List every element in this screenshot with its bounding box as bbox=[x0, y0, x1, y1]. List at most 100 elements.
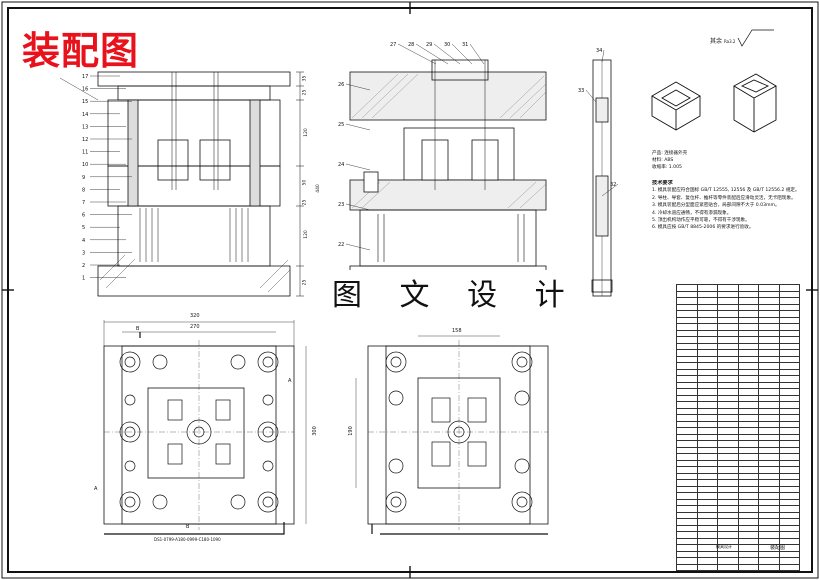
front-dim-label: 120 bbox=[303, 128, 309, 137]
balloon-number: 17 bbox=[82, 74, 88, 80]
balloon-number: 29 bbox=[426, 42, 432, 48]
balloon-number: 1 bbox=[82, 276, 85, 282]
balloon-number: 24 bbox=[338, 162, 344, 168]
plan-caption: DS1-0799-A180-0999-C180-1090 bbox=[154, 537, 221, 542]
balloon-number: 16 bbox=[82, 87, 88, 93]
table-cell bbox=[696, 563, 718, 571]
front-dim-label: 35 bbox=[302, 75, 308, 82]
leader-line bbox=[469, 43, 485, 65]
balloon-number: 27 bbox=[390, 42, 396, 48]
balloon-number: 5 bbox=[82, 225, 85, 231]
balloon-number: 12 bbox=[82, 137, 88, 143]
balloon-number: 23 bbox=[338, 202, 344, 208]
table-cell bbox=[737, 563, 759, 571]
leader-line bbox=[433, 43, 461, 65]
balloon-number: 9 bbox=[82, 175, 85, 181]
mid-section-view bbox=[349, 59, 547, 297]
front-dim-label: 50 bbox=[302, 179, 308, 186]
balloon-number: 22 bbox=[338, 242, 344, 248]
leader-line bbox=[451, 43, 473, 65]
right-section-view bbox=[591, 59, 613, 297]
table-row bbox=[676, 518, 800, 526]
table-row bbox=[676, 511, 800, 519]
table-cell bbox=[778, 511, 800, 519]
front-dim-label: 440 bbox=[315, 184, 321, 193]
balloon-number: 33 bbox=[578, 88, 584, 94]
balloon-number: 2 bbox=[82, 263, 85, 269]
title-block-name: 装配图 bbox=[770, 545, 786, 551]
table-row bbox=[676, 544, 800, 552]
balloon-number: 7 bbox=[82, 200, 85, 206]
balloon-number: 3 bbox=[82, 250, 85, 256]
table-cell bbox=[778, 544, 800, 552]
note-item: 2. 导柱、导套、复位杆、推杆等零件装配后应滑动灵活，无卡阻现象。 bbox=[652, 195, 796, 201]
leader-line bbox=[601, 49, 605, 63]
front-dim-label: 25 bbox=[302, 199, 308, 206]
stamp-text: 装配图 bbox=[22, 28, 140, 73]
parts-list-table bbox=[676, 284, 800, 571]
note-item: 6. 模具应按 GB/T 8845-2006 的要求进行验收。 bbox=[652, 225, 754, 231]
leader-line bbox=[345, 123, 371, 131]
balloon-number: 11 bbox=[82, 150, 88, 156]
table-cell bbox=[758, 563, 780, 571]
leader-line bbox=[345, 83, 371, 91]
table-row bbox=[676, 524, 800, 532]
right-leader-balloons: 34 33 32 bbox=[578, 48, 619, 197]
table-cell bbox=[778, 557, 800, 565]
table-cell bbox=[778, 531, 800, 539]
table-cell bbox=[676, 563, 698, 571]
roughness-note: 其余 Ra3.2 bbox=[710, 38, 736, 45]
table-row bbox=[676, 563, 800, 571]
leader-line bbox=[585, 89, 597, 103]
table-cell bbox=[717, 563, 739, 571]
balloon-number: 14 bbox=[82, 112, 88, 118]
balloon-number: 10 bbox=[82, 162, 88, 168]
mid-plan-width-dim: 158 bbox=[452, 328, 462, 334]
table-cell bbox=[778, 550, 800, 558]
table-row bbox=[676, 336, 800, 344]
leader-line bbox=[601, 183, 619, 197]
technical-notes: 技术要求 1. 模具装配应符合国标 GB/T 12555, 12556 及 GB… bbox=[652, 180, 807, 232]
roughness-symbol bbox=[737, 29, 774, 47]
plan-inner-width-dim: 270 bbox=[190, 324, 200, 330]
front-vertical-dimension bbox=[296, 71, 304, 297]
balloon-number: 31 bbox=[462, 42, 468, 48]
product-isometric-2 bbox=[733, 73, 777, 133]
balloon-number: 4 bbox=[82, 238, 85, 244]
leader-line bbox=[415, 43, 449, 65]
balloon-number: 13 bbox=[82, 124, 88, 130]
title-block-school: 模具设计 bbox=[716, 544, 732, 549]
table-row bbox=[676, 537, 800, 545]
balloon-number: 34 bbox=[596, 48, 602, 54]
table-row bbox=[676, 550, 800, 558]
balloon-number: 8 bbox=[82, 187, 85, 193]
table-row bbox=[676, 498, 800, 506]
balloon-number: 15 bbox=[82, 99, 88, 105]
table-cell bbox=[778, 537, 800, 545]
leader-line bbox=[345, 203, 371, 211]
section-tag-b-bottom: B bbox=[186, 524, 190, 530]
table-row bbox=[676, 531, 800, 539]
table-cell bbox=[778, 563, 800, 571]
note-item: 4. 冷却水道应通畅，不得有渗漏现象。 bbox=[652, 210, 732, 216]
balloon-number: 6 bbox=[82, 213, 85, 219]
balloon-number: 26 bbox=[338, 82, 344, 88]
balloon-number: 32 bbox=[610, 182, 616, 188]
section-tag-b-top: B bbox=[136, 326, 140, 332]
section-tag-a-left: A bbox=[94, 486, 98, 492]
table-cell bbox=[778, 524, 800, 532]
mid-plan-view bbox=[355, 335, 549, 535]
leader-line bbox=[345, 163, 371, 171]
notes-title: 技术要求 bbox=[652, 180, 673, 186]
balloon-number: 30 bbox=[444, 42, 450, 48]
table-row bbox=[676, 557, 800, 565]
note-item: 1. 模具装配应符合国标 GB/T 12555, 12556 及 GB/T 12… bbox=[652, 188, 800, 194]
front-dim-label: 25 bbox=[302, 279, 308, 286]
note-item: 5. 顶出机构动作应平稳可靠，不得有干涉现象。 bbox=[652, 218, 750, 224]
table-row bbox=[676, 401, 800, 409]
front-dim-label: 120 bbox=[303, 230, 309, 239]
